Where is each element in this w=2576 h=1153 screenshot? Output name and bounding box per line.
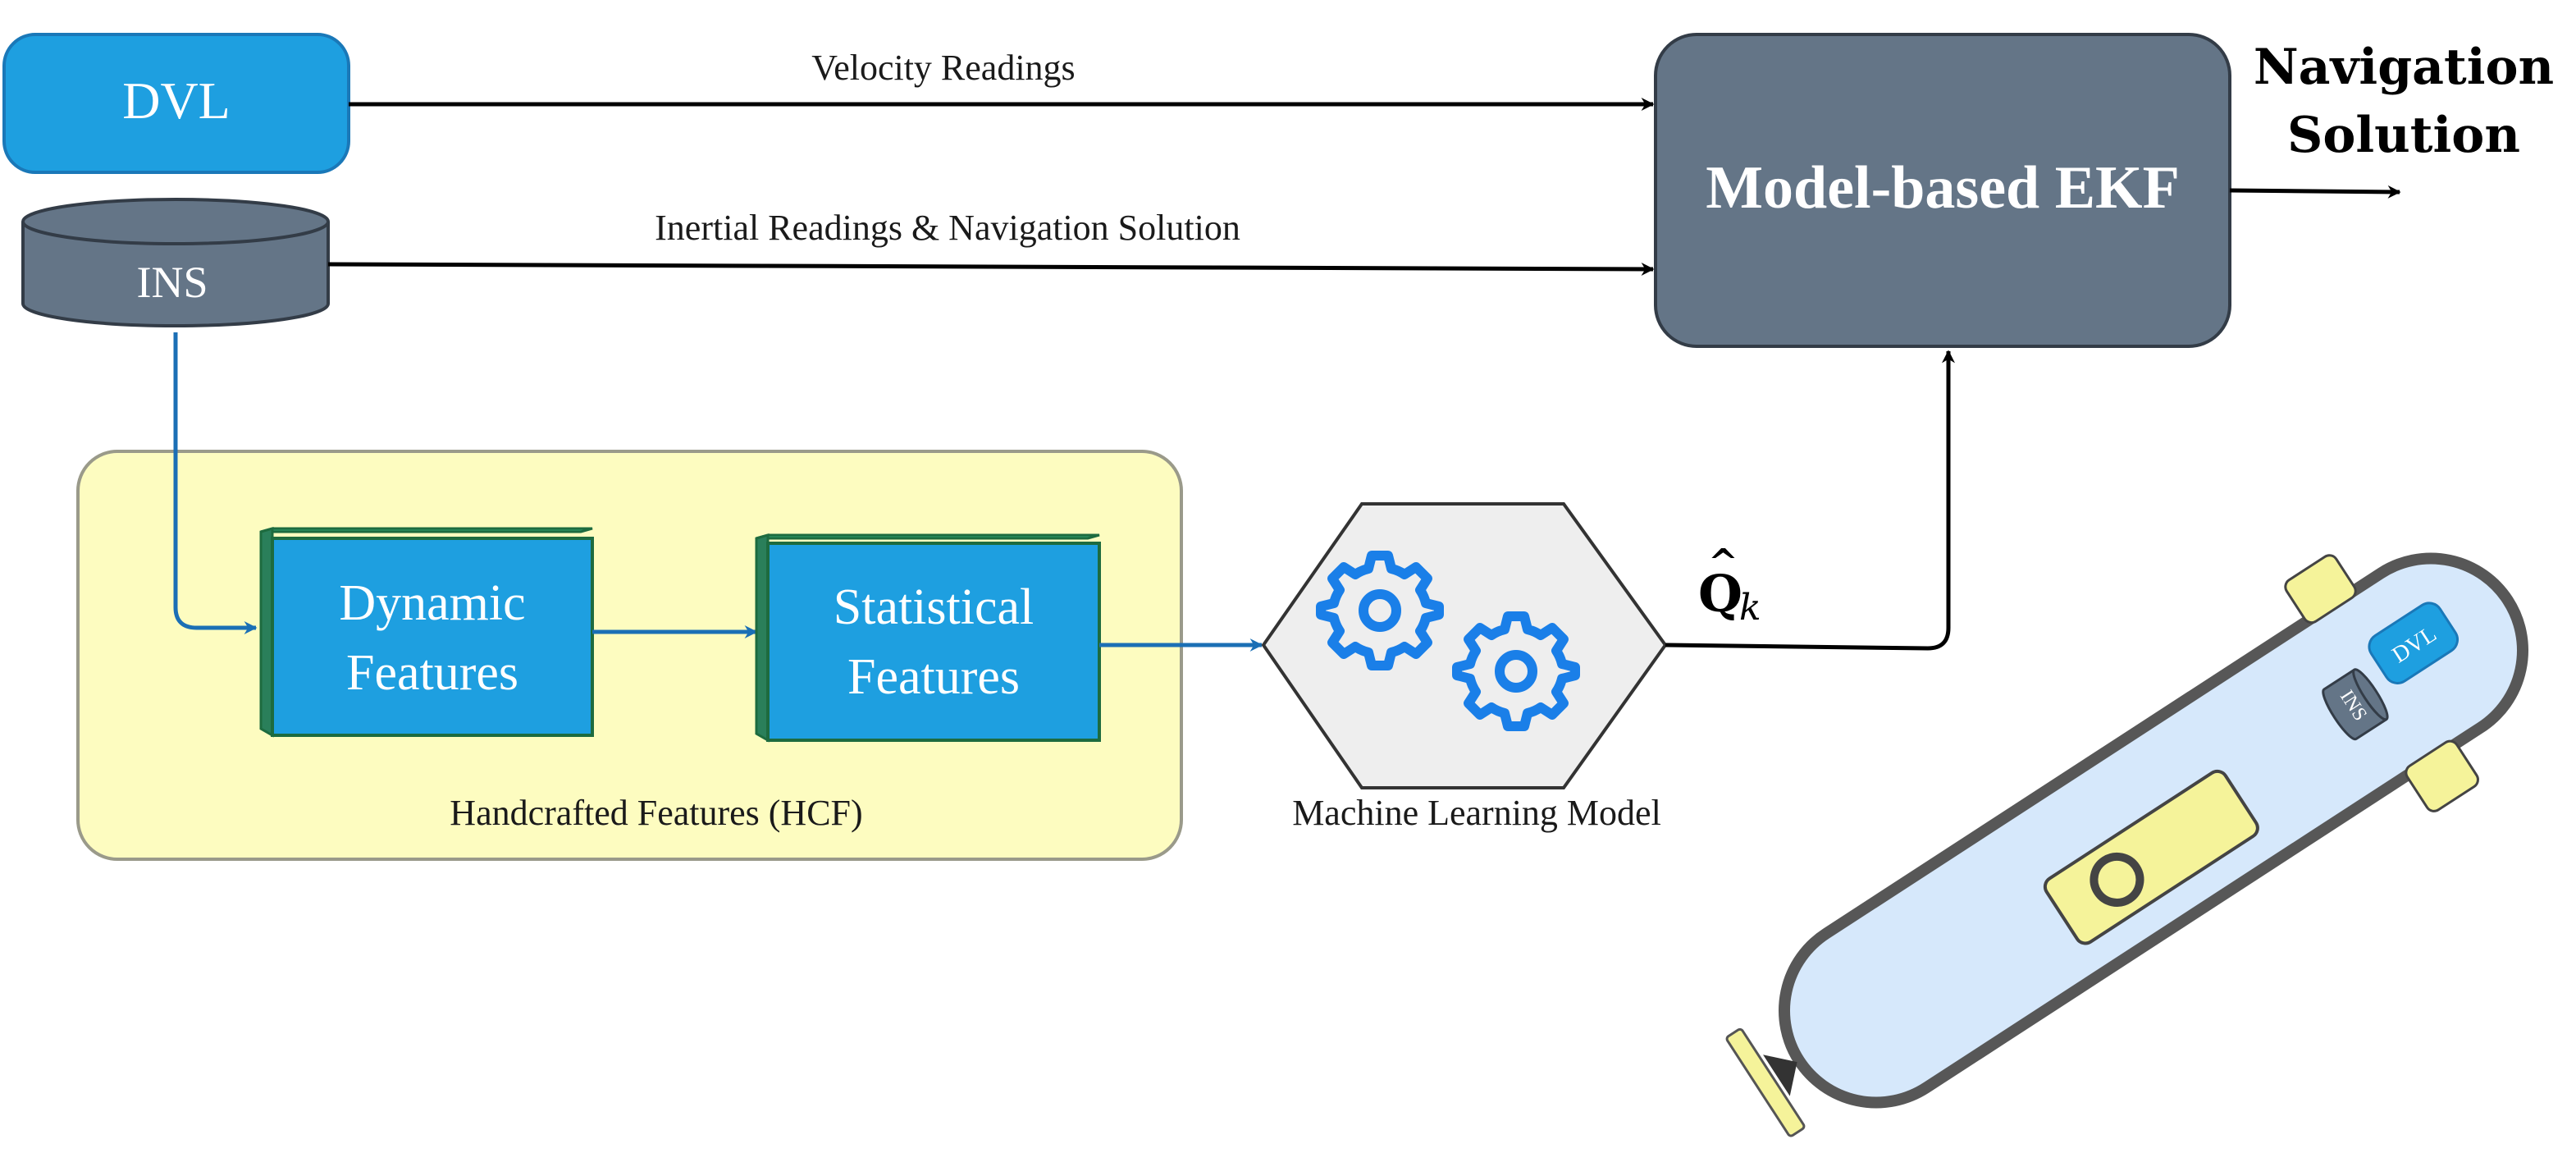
statistical-label-line1: Statistical: [834, 579, 1035, 635]
dvl-label: DVL: [122, 71, 231, 130]
dynamic-features-box: [259, 527, 594, 738]
ins-label: INS: [136, 258, 208, 307]
dynamic-label-line2: Features: [346, 645, 518, 701]
ml-to-ekf-arrow: [1665, 350, 1955, 651]
ml-model-hexagon: [1261, 502, 1668, 789]
ekf-label: Model-based EKF: [1706, 154, 2180, 222]
statistical-label-line2: Features: [847, 649, 1020, 705]
svg-text:k: k: [1739, 587, 1761, 629]
dynamic-label-line1: Dynamic: [339, 575, 525, 631]
vehicle-dvl-box: [2368, 602, 2460, 684]
velocity-label: Velocity Readings: [811, 48, 1075, 88]
output-label-line1: Navigation: [2254, 39, 2554, 96]
statistical-features-box: [755, 533, 1101, 743]
inertial-label: Inertial Readings & Navigation Solution: [655, 208, 1240, 248]
ml-model-label: Machine Learning Model: [1292, 793, 1661, 833]
ins-database-icon: [21, 198, 330, 327]
ins-to-dynamic-arrow: [173, 332, 258, 634]
q-hat-k-label: Q ^ k: [1698, 542, 1761, 629]
svg-text:Q: Q: [1698, 564, 1742, 624]
hcf-label: Handcrafted Features (HCF): [450, 793, 862, 833]
auv-vehicle-illustration: DVL INS: [1725, 552, 2528, 1137]
q-hat-accent: ^: [1708, 542, 1738, 583]
inertial-arrow: [327, 262, 1655, 276]
output-label-line2: Solution: [2287, 107, 2520, 164]
output-arrow: [2229, 185, 2401, 199]
